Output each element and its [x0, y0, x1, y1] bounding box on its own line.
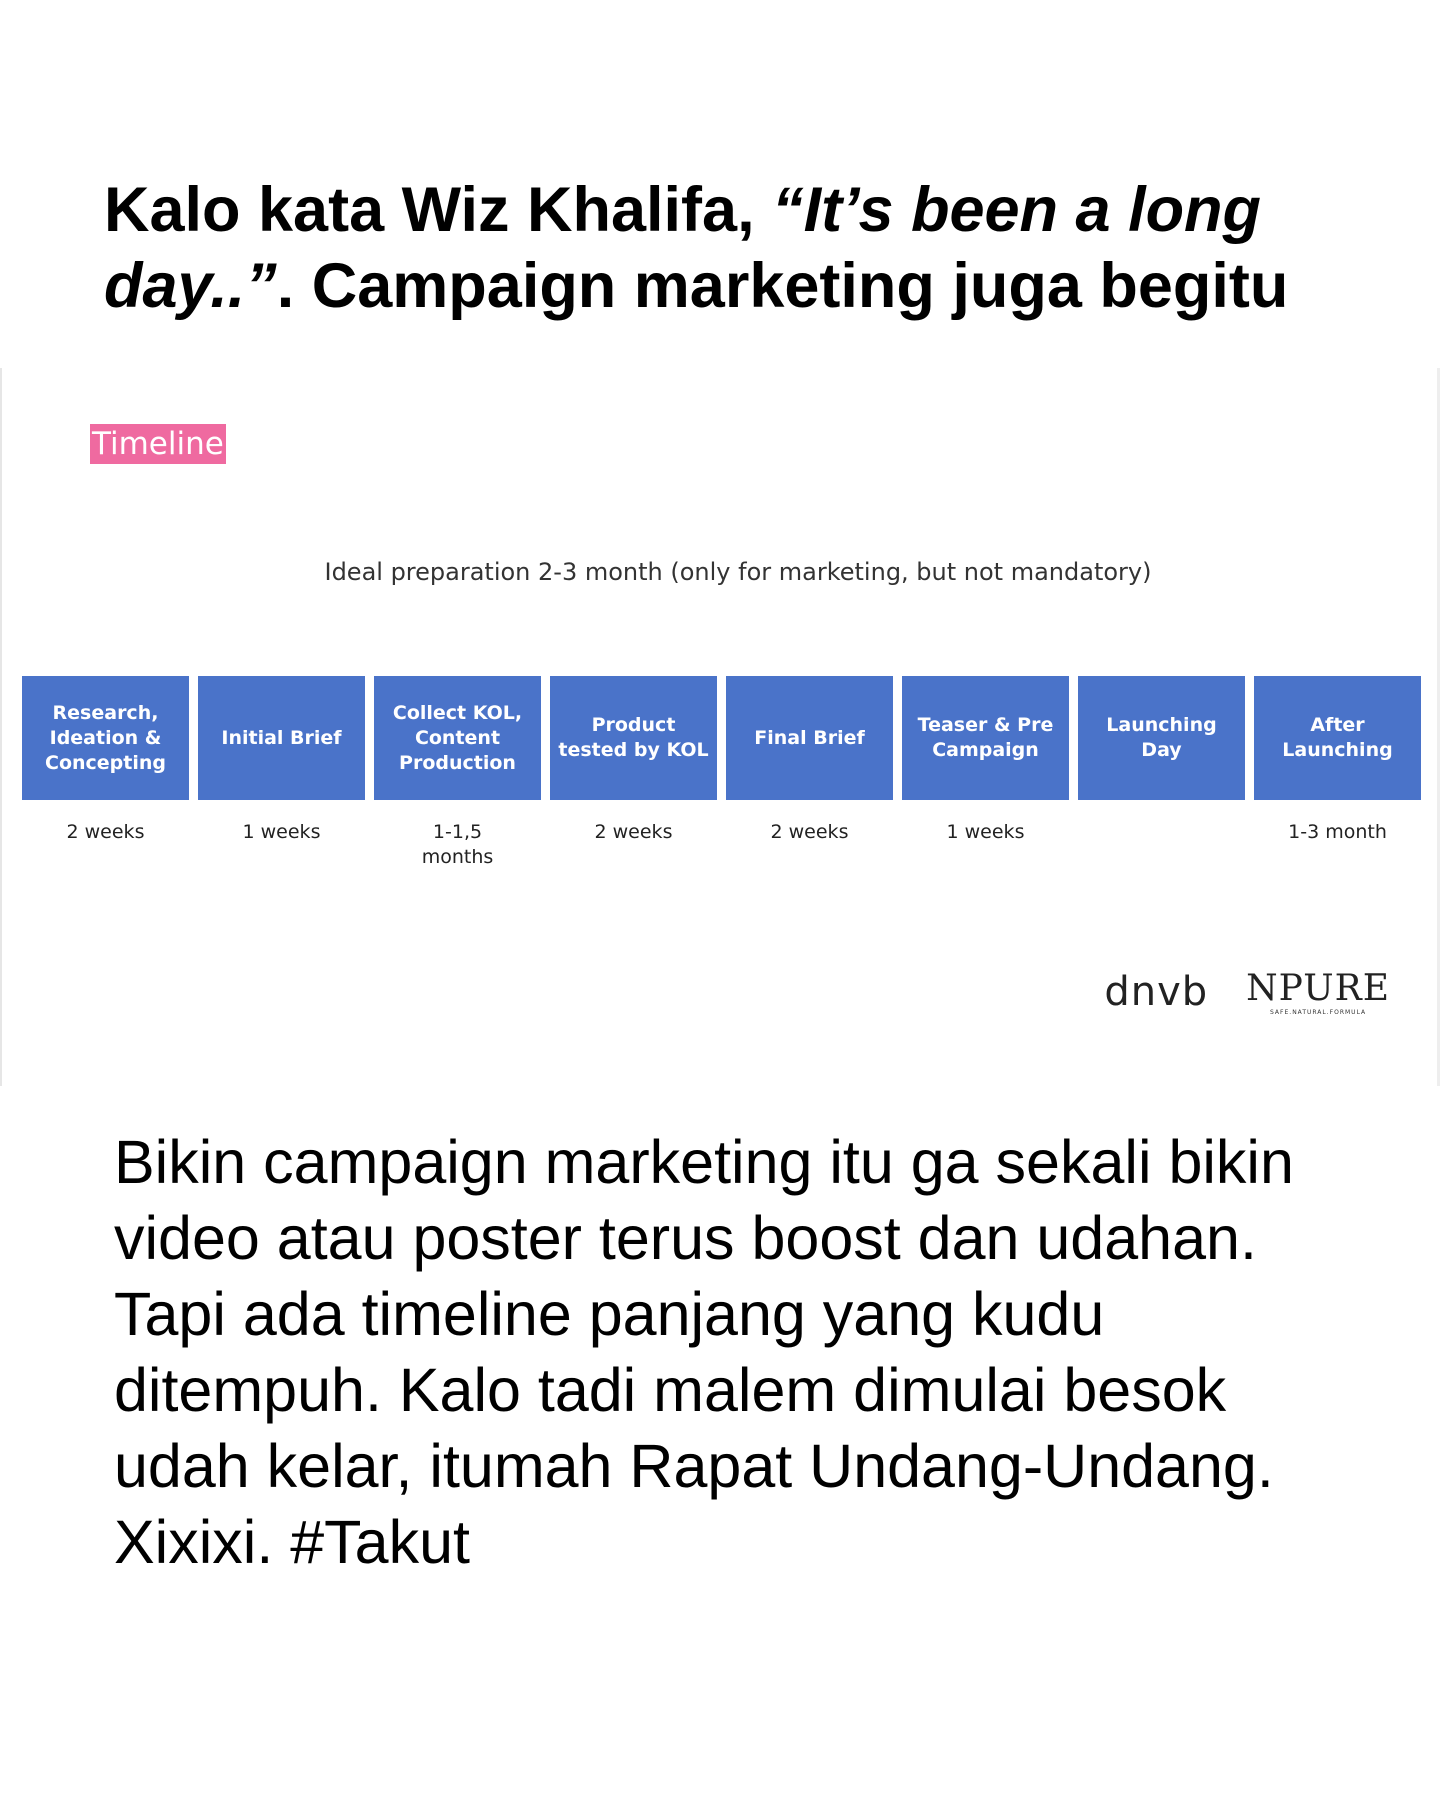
timeline-steps: Research, Ideation & Concepting 2 weeks … [22, 676, 1424, 870]
headline-suffix: . Campaign marketing juga begitu [276, 251, 1289, 321]
step-box: Collect KOL, Content Production [374, 676, 541, 800]
step-duration: 1 weeks [242, 821, 321, 843]
step-box: Final Brief [726, 676, 893, 800]
npure-logo: NPURE SAFE.NATURAL.FORMULA [1246, 968, 1390, 1016]
step-box: Research, Ideation & Concepting [22, 676, 189, 800]
dnvb-logo: dnvb [1104, 969, 1209, 1015]
timeline-tag: Timeline [90, 424, 226, 464]
slide-edge [1437, 368, 1440, 1086]
timeline-slide-image: Timeline Ideal preparation 2-3 month (on… [0, 368, 1440, 1086]
timeline-step: Teaser & Pre Campaign 1 weeks [902, 676, 1069, 870]
timeline-step: After Launching 1-3 month [1254, 676, 1421, 870]
timeline-step: Research, Ideation & Concepting 2 weeks [22, 676, 189, 870]
npure-logo-tagline: SAFE.NATURAL.FORMULA [1270, 1009, 1367, 1016]
body-paragraph: Bikin campaign marketing itu ga sekali b… [114, 1128, 1294, 1576]
timeline-step: Final Brief 2 weeks [726, 676, 893, 870]
step-box: Product tested by KOL [550, 676, 717, 800]
step-duration: 1-1,5 months [421, 821, 494, 868]
step-duration: 2 weeks [770, 821, 849, 843]
headline-prefix: Kalo kata Wiz Khalifa, [104, 175, 773, 245]
step-duration: 1 weeks [946, 821, 1025, 843]
brand-logos: dnvb NPURE SAFE.NATURAL.FORMULA [1104, 968, 1390, 1016]
npure-logo-word: NPURE [1246, 968, 1390, 1009]
step-box: Teaser & Pre Campaign [902, 676, 1069, 800]
timeline-step: Launching Day [1078, 676, 1245, 870]
timeline-step: Product tested by KOL 2 weeks [550, 676, 717, 870]
step-duration: 2 weeks [594, 821, 673, 843]
slide-subtitle: Ideal preparation 2-3 month (only for ma… [324, 558, 1152, 586]
step-duration: 2 weeks [66, 821, 145, 843]
step-box: Launching Day [1078, 676, 1245, 800]
step-box: Initial Brief [198, 676, 365, 800]
timeline-step: Collect KOL, Content Production 1-1,5 mo… [374, 676, 541, 870]
headline-quote: “It’s been a long day..” [104, 175, 1262, 321]
step-box: After Launching [1254, 676, 1421, 800]
timeline-step: Initial Brief 1 weeks [198, 676, 365, 870]
headline: Kalo kata Wiz Khalifa, “It’s been a long… [104, 172, 1364, 324]
step-duration: 1-3 month [1288, 821, 1387, 843]
